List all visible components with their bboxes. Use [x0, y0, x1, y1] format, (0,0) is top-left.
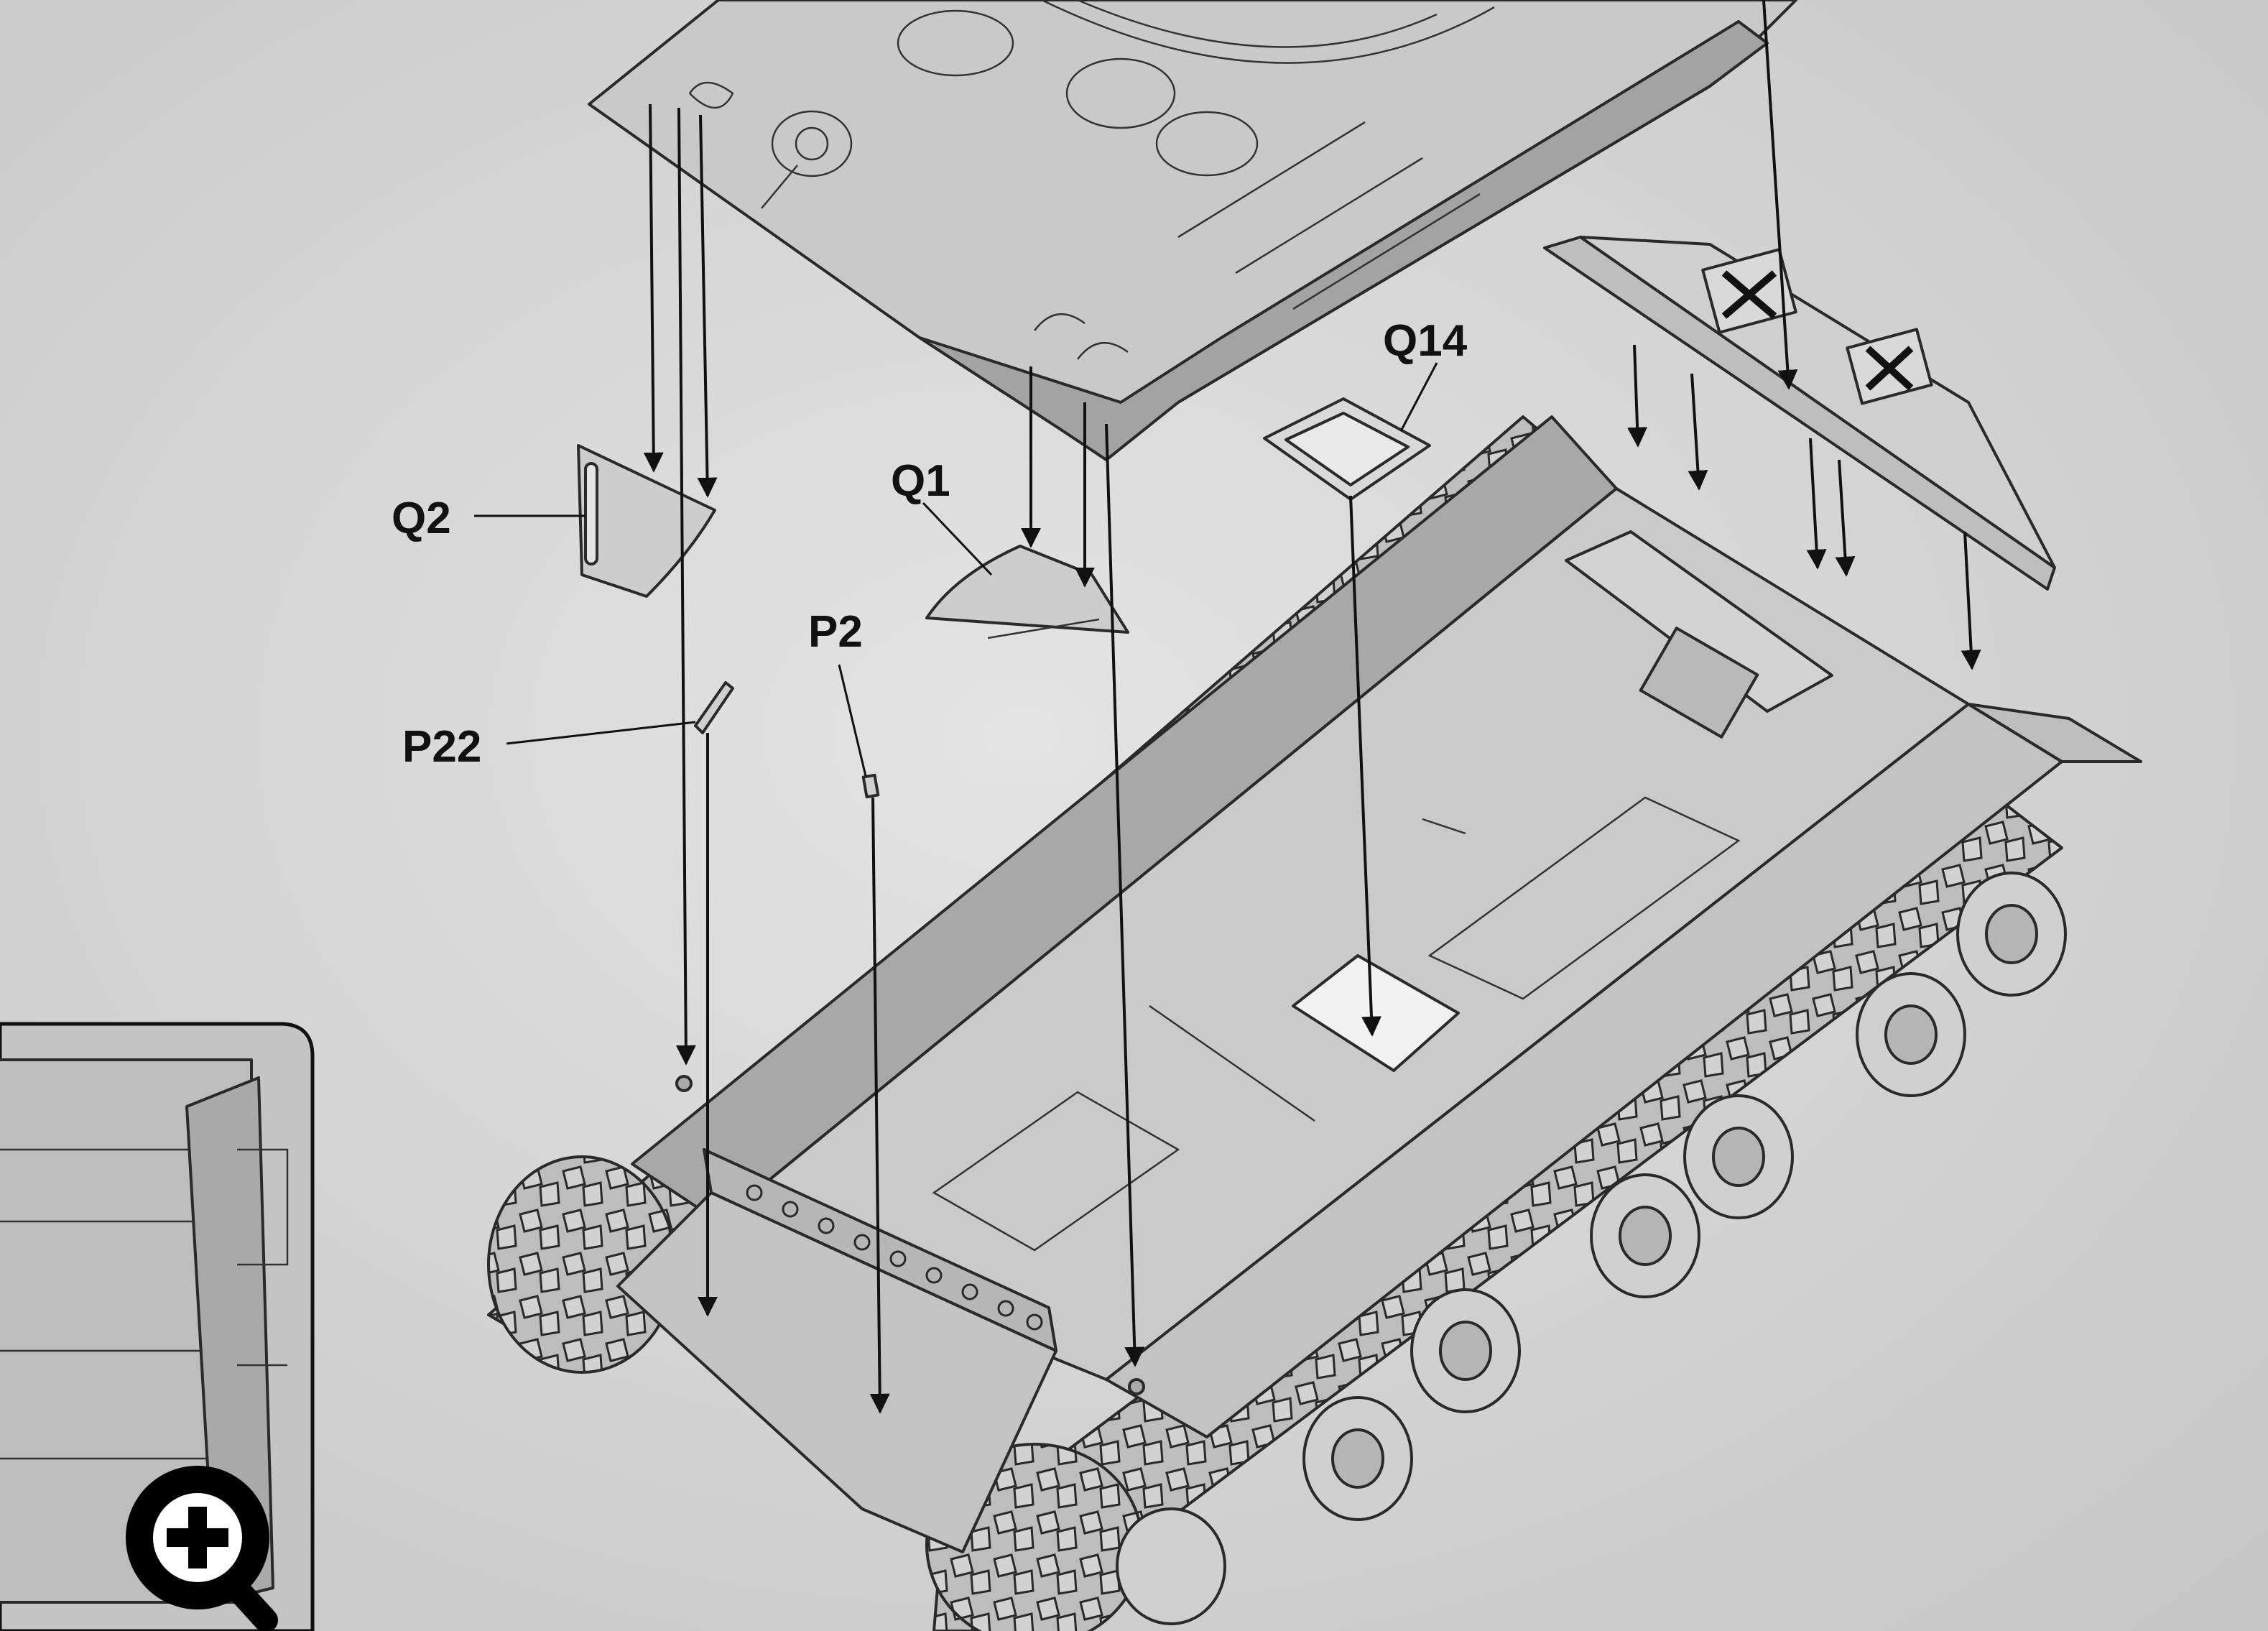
part-p2: [861, 773, 880, 799]
label-p22: P22: [402, 722, 481, 772]
part-q1: [925, 545, 1129, 639]
label-p2: P2: [808, 607, 863, 657]
part-q14: [1263, 397, 1431, 501]
road-wheels: [1116, 872, 2067, 1625]
leader-lines: [474, 362, 1438, 777]
zoom-in-button[interactable]: [126, 1466, 278, 1631]
label-q14: Q14: [1383, 316, 1468, 366]
lower-hull: [487, 415, 2142, 1631]
zoom-in-icon: [126, 1466, 278, 1631]
label-q1: Q1: [891, 456, 950, 506]
rear-deck-plate: [1543, 236, 2056, 591]
assembly-arrows: [643, 0, 1981, 1414]
part-p22: [694, 681, 734, 734]
label-q2: Q2: [392, 494, 451, 543]
rear-plate-holes: [746, 1184, 1043, 1331]
